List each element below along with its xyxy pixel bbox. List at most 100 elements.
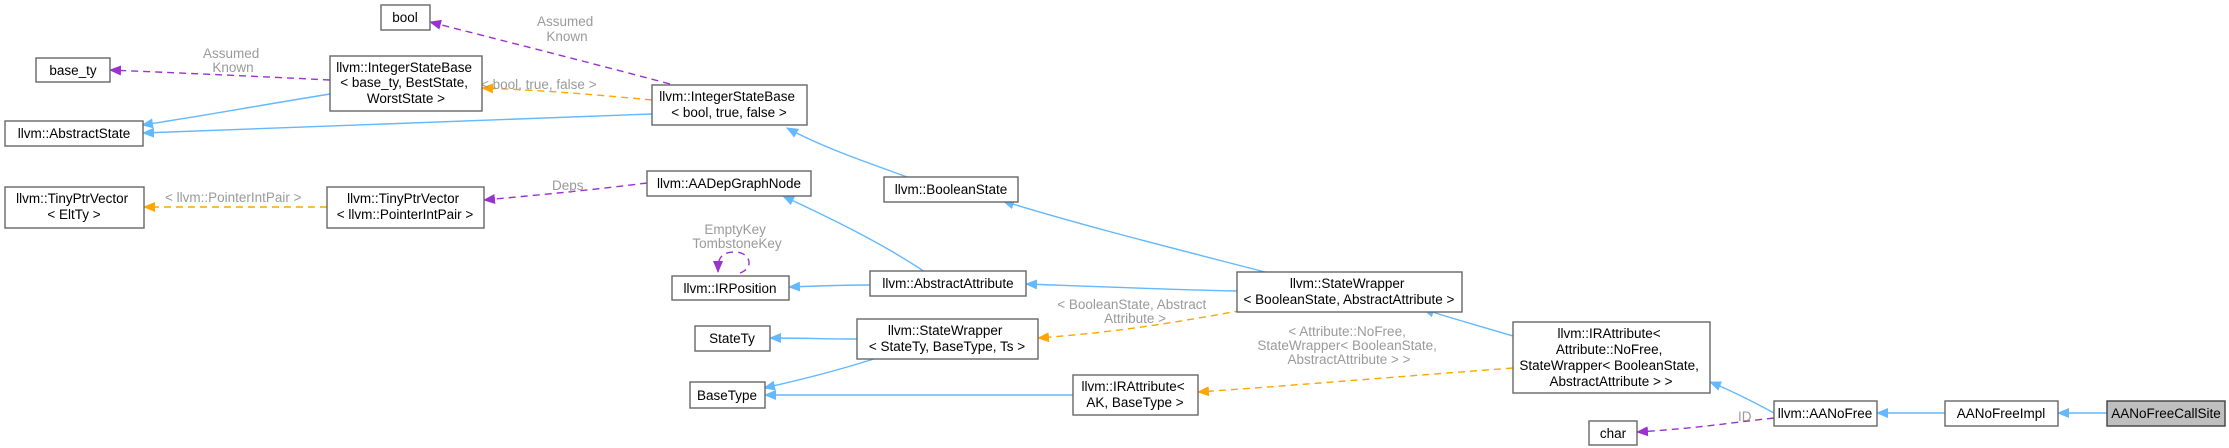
node-label: llvm::IntegerStateBase < base_ty, BestSt… (336, 60, 476, 106)
edge-label-line: StateWrapper< BooleanState, (1257, 338, 1437, 353)
edge-label-deps: Deps (552, 178, 584, 193)
node-state-ty[interactable]: StateTy (694, 325, 771, 352)
node-aa-no-free-call-site[interactable]: AANoFreeCallSite (2106, 400, 2226, 427)
node-box (1072, 374, 1199, 416)
node-box (883, 176, 1019, 203)
node-box (1512, 321, 1711, 394)
node-boolean-state[interactable]: llvm::BooleanState (883, 176, 1019, 203)
node-label: llvm::TinyPtrVector < llvm::PointerIntPa… (337, 191, 474, 222)
node-label: bool (392, 10, 418, 25)
node-bool[interactable]: bool (380, 4, 431, 31)
node-box (651, 84, 808, 126)
node-box (4, 186, 145, 229)
edge-aanofree-uses-char (1636, 417, 1775, 437)
node-char[interactable]: char (1588, 420, 1638, 446)
node-box (856, 318, 1039, 360)
node-ir-attribute-nofree[interactable]: llvm::IRAttribute< Attribute::NoFree, St… (1512, 321, 1711, 394)
edge-label-empty-tombstone: EmptyKey TombstoneKey (692, 222, 782, 251)
edges (109, 19, 2108, 437)
node-aa-no-free-impl[interactable]: AANoFreeImpl (1944, 400, 2059, 427)
node-abstract-state[interactable]: llvm::AbstractState (4, 120, 144, 147)
edge-isb-bool-uses-bool (429, 19, 671, 85)
node-label: llvm::StateWrapper < BooleanState, Abstr… (1244, 276, 1455, 307)
node-label-line: llvm::AADepGraphNode (657, 176, 801, 191)
node-label-line: bool (392, 10, 418, 25)
edge-ira-nofree-template-of-generic (1197, 367, 1514, 397)
edge-label-line: < Attribute::NoFree, (1288, 324, 1405, 339)
node-label: StateTy (709, 331, 755, 346)
node-label: llvm::AANoFree (1778, 406, 1873, 421)
edge-label-line: Known (212, 60, 253, 75)
edge-aanofree-to-ira-nofree (1709, 381, 1775, 414)
node-label-line: < StateTy, BaseType, Ts > (869, 339, 1025, 354)
edge-label-line: EmptyKey (704, 222, 766, 237)
node-label: llvm::AbstractState (18, 126, 131, 141)
node-tiny-ptr-vector-eltty[interactable]: llvm::TinyPtrVector < EltTy > (4, 186, 145, 229)
edge-label-assumed-known-2: Assumed Known (203, 46, 263, 75)
node-label-line: Attribute::NoFree, (1556, 342, 1663, 357)
node-label: char (1600, 426, 1627, 441)
node-base-type[interactable]: BaseType (689, 381, 766, 409)
edge-isb-generic-to-abstract-state (141, 93, 331, 129)
node-label: llvm::IRPosition (683, 281, 776, 296)
node-label-line: llvm::AANoFree (1778, 406, 1873, 421)
edge-label-line: Assumed (203, 46, 259, 61)
node-tiny-ptr-vector-pointer-int-pair[interactable]: llvm::TinyPtrVector < llvm::PointerIntPa… (326, 186, 485, 229)
node-base-ty[interactable]: base_ty (35, 57, 111, 83)
edge-abstract-attribute-to-irposition (788, 281, 871, 292)
edge-sw-bool-to-abstract-attribute (1025, 279, 1238, 292)
edge-label-assumed-known-1: Assumed Known (537, 14, 597, 44)
node-aa-no-free[interactable]: llvm::AANoFree (1773, 400, 1878, 427)
node-label-line: StateTy (709, 331, 755, 346)
node-abstract-attribute[interactable]: llvm::AbstractAttribute (869, 270, 1027, 297)
node-label-line: AK, BaseType > (1086, 395, 1183, 410)
nodes: bool base_ty llvm::AbstractState llvm::I… (4, 4, 2226, 446)
node-label-line: llvm::StateWrapper (1290, 276, 1405, 291)
node-box (1944, 400, 2059, 427)
node-label-line: llvm::BooleanState (895, 182, 1008, 197)
node-label-line: BaseType (697, 388, 757, 403)
node-label-line: < bool, true, false > (671, 105, 787, 120)
node-aa-dep-graph-node[interactable]: llvm::AADepGraphNode (646, 170, 812, 197)
edge-isb-bool-to-abstract-state (142, 113, 653, 138)
node-label-line: llvm::IntegerStateBase (659, 89, 795, 104)
node-state-wrapper-generic[interactable]: llvm::StateWrapper < StateTy, BaseType, … (856, 318, 1039, 360)
edge-tpv-pip-uses-aadep (483, 182, 648, 205)
node-ir-attribute-generic[interactable]: llvm::IRAttribute< AK, BaseType > (1072, 374, 1199, 416)
edge-sw-bool-to-boolean-state (1002, 199, 1266, 273)
node-label: base_ty (49, 63, 97, 78)
edge-label-sw-template: < BooleanState, Abstract Attribute > (1057, 297, 1210, 326)
node-label: llvm::AADepGraphNode (657, 176, 801, 191)
node-label: llvm::TinyPtrVector < EltTy > (16, 191, 132, 222)
node-label-line: llvm::TinyPtrVector (16, 191, 129, 206)
node-state-wrapper-boolean-state[interactable]: llvm::StateWrapper < BooleanState, Abstr… (1236, 271, 1463, 313)
node-ir-position[interactable]: llvm::IRPosition (671, 275, 790, 301)
node-label: AANoFreeCallSite (2111, 406, 2221, 421)
node-box (35, 57, 111, 83)
node-label-line: llvm::IRPosition (683, 281, 776, 296)
edge-isb-bool-template-of-generic (481, 83, 653, 101)
node-box (1773, 400, 1878, 427)
edge-label-id: ID (1738, 409, 1752, 424)
node-label: AANoFreeImpl (1957, 406, 2046, 421)
node-label-line: AbstractAttribute > > (1549, 374, 1672, 389)
node-box (694, 325, 771, 352)
node-label-line: llvm::IRAttribute< (1558, 326, 1661, 341)
node-label: llvm::AbstractAttribute (882, 276, 1013, 291)
node-label-line: < EltTy > (47, 207, 100, 222)
node-integer-state-base-generic[interactable]: llvm::IntegerStateBase < base_ty, BestSt… (329, 55, 483, 112)
edge-ira-nofree-to-sw-bool (1422, 307, 1514, 337)
node-box (380, 4, 431, 31)
edge-labels: Assumed Known Assumed Known < bool, true… (165, 14, 1752, 424)
node-label-line: llvm::TinyPtrVector (347, 191, 460, 206)
edge-isb-generic-uses-base-ty (109, 65, 331, 81)
node-box (1588, 420, 1638, 446)
node-label-line: StateWrapper< BooleanState, (1519, 358, 1699, 373)
node-label-line: llvm::StateWrapper (888, 323, 1003, 338)
edge-label-line: < BooleanState, Abstract (1057, 297, 1206, 312)
node-box (329, 55, 483, 112)
node-integer-state-base-bool[interactable]: llvm::IntegerStateBase < bool, true, fal… (651, 84, 808, 126)
node-box (869, 270, 1027, 297)
node-label-line: WorstState > (367, 91, 445, 106)
